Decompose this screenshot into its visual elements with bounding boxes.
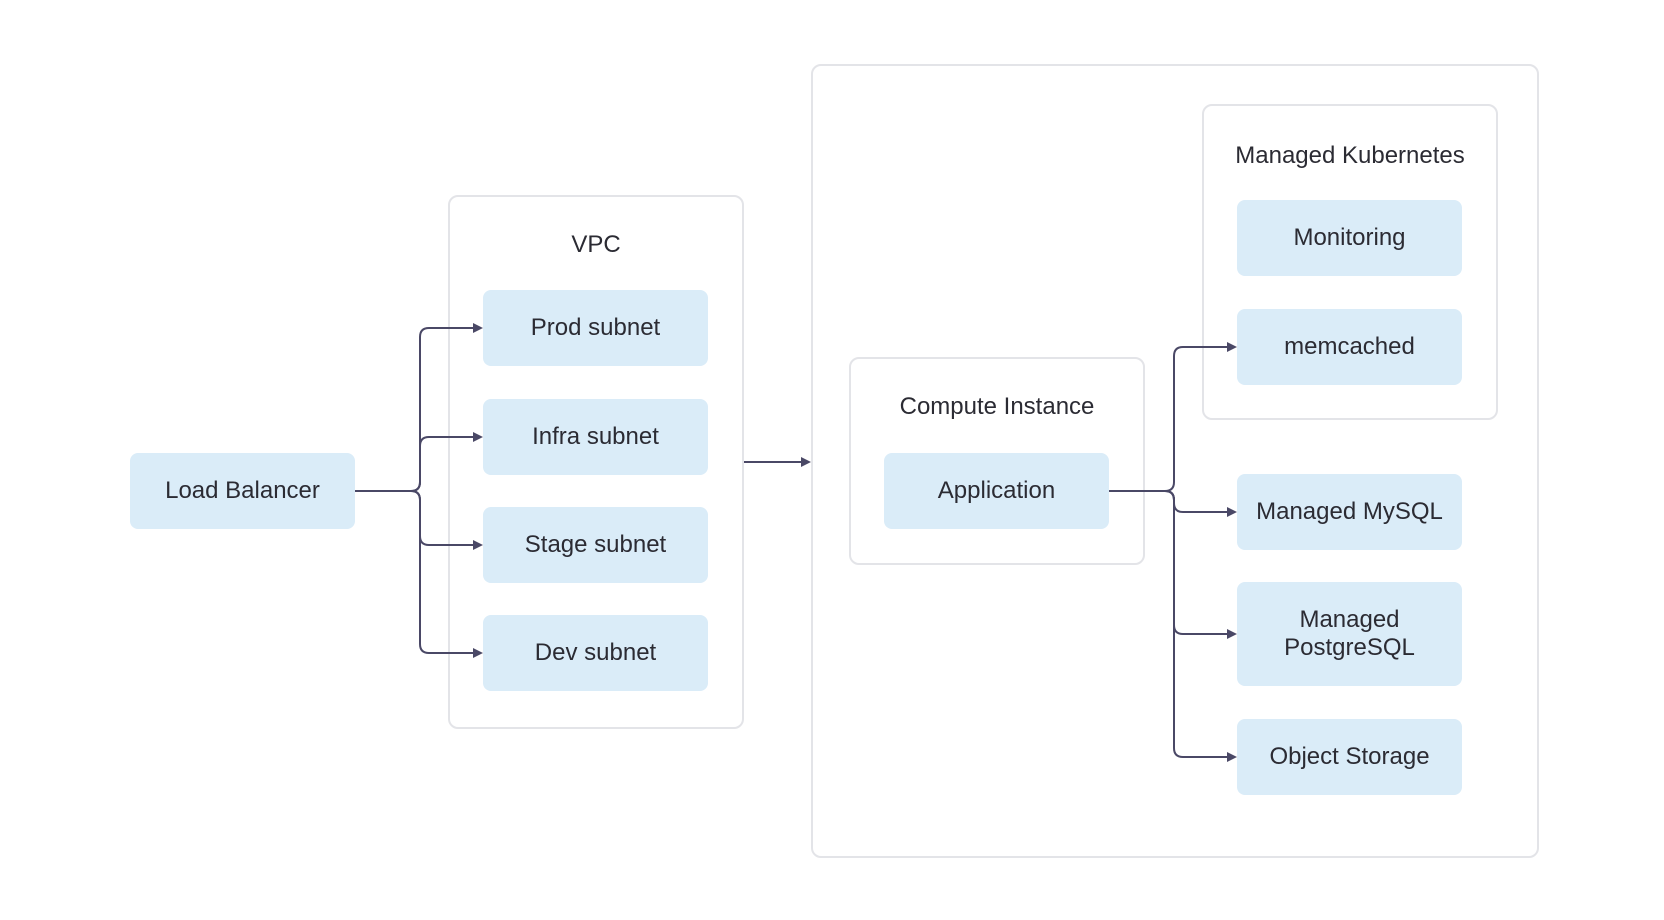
stage-subnet-node: Stage subnet — [483, 507, 708, 583]
edge-load-balancer-infra-subnet — [410, 436, 474, 492]
managed-mysql-node: Managed MySQL — [1237, 474, 1462, 550]
infra-subnet-node: Infra subnet — [483, 399, 708, 475]
memcached-node: memcached — [1237, 309, 1462, 385]
infra-subnet-label: Infra subnet — [532, 423, 659, 450]
managed-mysql-label: Managed MySQL — [1256, 498, 1443, 525]
edge-application-memcached — [1164, 346, 1228, 492]
monitoring-node: Monitoring — [1237, 200, 1462, 276]
memcached-label: memcached — [1284, 333, 1415, 360]
edge-application-object-storage — [1164, 490, 1228, 758]
compute-instance-title: Compute Instance — [899, 393, 1095, 420]
vpc-title: VPC — [571, 231, 621, 258]
dev-subnet-node: Dev subnet — [483, 615, 708, 691]
application-node: Application — [884, 453, 1109, 529]
prod-subnet-node: Prod subnet — [483, 290, 708, 366]
load-balancer-label: Load Balancer — [165, 477, 320, 504]
stage-subnet-label: Stage subnet — [524, 531, 667, 558]
managed-postgresql-node: Managed PostgreSQL — [1237, 582, 1462, 686]
arrow-managed-postgresql — [1227, 629, 1237, 639]
dev-subnet-label: Dev subnet — [534, 639, 657, 666]
arrow-object-storage — [1227, 752, 1237, 762]
arrow-outer-container — [801, 457, 811, 467]
monitoring-label: Monitoring — [1293, 224, 1406, 251]
arrow-memcached — [1227, 342, 1237, 352]
application-label: Application — [937, 477, 1056, 504]
prod-subnet-label: Prod subnet — [530, 314, 661, 341]
object-storage-node: Object Storage — [1237, 719, 1462, 795]
load-balancer-node: Load Balancer — [130, 453, 355, 529]
arrow-managed-mysql — [1227, 507, 1237, 517]
edge-load-balancer-dev-subnet — [410, 490, 474, 654]
arrow-prod-subnet — [473, 323, 483, 333]
managed-kubernetes-title: Managed Kubernetes — [1235, 142, 1465, 169]
arrow-dev-subnet — [473, 648, 483, 658]
managed-postgresql-label: Managed PostgreSQL — [1284, 606, 1415, 661]
object-storage-label: Object Storage — [1269, 743, 1430, 770]
arrow-infra-subnet — [473, 432, 483, 442]
arrow-stage-subnet — [473, 540, 483, 550]
